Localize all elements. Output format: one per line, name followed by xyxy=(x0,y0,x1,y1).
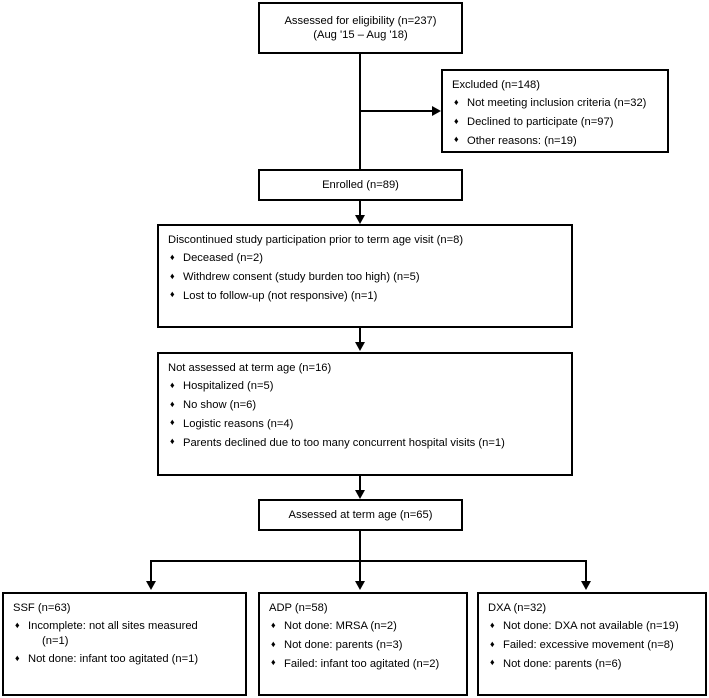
diamond-bullet-icon: ♦ xyxy=(170,270,175,281)
list-item-label: Incomplete: not all sites measured xyxy=(28,620,198,633)
arrowhead-to-dxa xyxy=(581,581,591,590)
list-item-label: Not done: DXA not available (n=19) xyxy=(503,620,679,633)
list-item: ♦ Failed: excessive movement (n=8) xyxy=(488,638,697,652)
node-assessed-for-eligibility-line-2: (Aug '15 – Aug '18) xyxy=(313,29,408,41)
node-excluded-heading: Excluded (n=148) xyxy=(452,79,541,91)
list-item: ♦ Not done: parents (n=6) xyxy=(488,657,697,671)
node-dxa-heading: DXA (n=32) xyxy=(488,602,547,614)
list-item-label: Parents declined due to too many concurr… xyxy=(183,436,505,449)
diamond-bullet-icon: ♦ xyxy=(271,638,276,649)
diamond-bullet-icon: ♦ xyxy=(170,436,175,447)
arrowhead-to-assessed-term-age xyxy=(355,490,365,499)
list-item: ♦ Parents declined due to too many concur… xyxy=(168,436,563,450)
diamond-bullet-icon: ♦ xyxy=(454,96,459,107)
node-ssf-heading: SSF (n=63) xyxy=(13,602,71,614)
diamond-bullet-icon: ♦ xyxy=(271,657,276,668)
connector-drop-dxa xyxy=(585,560,587,584)
node-dxa: DXA (n=32) ♦ Not done: DXA not available … xyxy=(477,592,707,696)
list-item: ♦ Not done: infant too agitated (n=1) xyxy=(13,652,237,666)
list-item-label: Deceased (n=2) xyxy=(183,252,263,265)
connector-eligibility-to-enrolled xyxy=(359,54,361,171)
node-excluded-bullet-list: ♦ Not meeting inclusion criteria (n=32) ♦… xyxy=(452,96,659,148)
diamond-bullet-icon: ♦ xyxy=(170,289,175,300)
node-assessed-at-term-age-label: Assessed at term age (n=65) xyxy=(288,508,433,521)
node-not-assessed-heading: Not assessed at term age (n=16) xyxy=(168,362,332,374)
connector-discontinued-to-not-assessed xyxy=(359,328,361,345)
node-not-assessed-at-term-age: Not assessed at term age (n=16) ♦ Hospita… xyxy=(157,352,573,476)
arrowhead-to-discontinued xyxy=(355,215,365,224)
list-item: ♦ Other reasons: (n=19) xyxy=(452,134,659,148)
list-item: ♦ No show (n=6) xyxy=(168,398,563,412)
node-dxa-bullet-list: ♦ Not done: DXA not available (n=19) ♦ Fai… xyxy=(488,619,697,671)
arrowhead-to-ssf xyxy=(146,581,156,590)
node-not-assessed-bullet-list: ♦ Hospitalized (n=5) ♦ No show (n=6) ♦ Logi… xyxy=(168,379,563,450)
node-ssf: SSF (n=63) ♦ Incomplete: not all sites me… xyxy=(2,592,247,696)
diamond-bullet-icon: ♦ xyxy=(170,398,175,409)
list-item-label: Withdrew consent (study burden too high)… xyxy=(183,271,420,284)
diamond-bullet-icon: ♦ xyxy=(454,115,459,126)
list-item-label: Lost to follow-up (not responsive) (n=1) xyxy=(183,289,378,302)
arrowhead-to-excluded xyxy=(432,106,441,116)
list-item-label: Not done: infant too agitated (n=1) xyxy=(28,653,199,666)
diamond-bullet-icon: ♦ xyxy=(170,379,175,390)
list-item: ♦ Not done: parents (n=3) xyxy=(269,638,458,652)
connector-not-assessed-to-assessed xyxy=(359,476,361,493)
node-enrolled-label: Enrolled (n=89) xyxy=(322,178,399,191)
list-item-label: Failed: excessive movement (n=8) xyxy=(503,639,674,652)
connector-split-bar xyxy=(150,560,587,562)
node-discontinued-heading: Discontinued study participation prior t… xyxy=(168,234,464,246)
list-item: ♦ Logistic reasons (n=4) xyxy=(168,417,563,431)
node-adp-bullet-list: ♦ Not done: MRSA (n=2) ♦ Not done: parents… xyxy=(269,619,458,671)
list-item-label: Not done: parents (n=3) xyxy=(284,639,403,652)
list-item: ♦ Failed: infant too agitated (n=2) xyxy=(269,657,458,671)
diamond-bullet-icon: ♦ xyxy=(15,619,20,630)
list-item: ♦ Not done: DXA not available (n=19) xyxy=(488,619,697,633)
diamond-bullet-icon: ♦ xyxy=(170,251,175,262)
list-item: ♦ Withdrew consent (study burden too high… xyxy=(168,270,563,284)
connector-drop-adp xyxy=(359,560,361,584)
node-excluded: Excluded (n=148) ♦ Not meeting inclusion … xyxy=(441,69,669,153)
list-item-label: Other reasons: (n=19) xyxy=(467,134,577,147)
list-item: ♦ Not meeting inclusion criteria (n=32) xyxy=(452,96,659,110)
list-item-continuation: (n=1) xyxy=(42,634,69,647)
list-item: ♦ Lost to follow-up (not responsive) (n=1… xyxy=(168,289,563,303)
list-item-label: Failed: infant too agitated (n=2) xyxy=(284,657,440,670)
diamond-bullet-icon: ♦ xyxy=(490,619,495,630)
list-item-label: Logistic reasons (n=4) xyxy=(183,417,294,430)
list-item: ♦ Incomplete: not all sites measured(n=1) xyxy=(13,619,237,648)
list-item-label: Declined to participate (n=97) xyxy=(467,116,614,129)
node-ssf-bullet-list: ♦ Incomplete: not all sites measured(n=1)… xyxy=(13,619,237,666)
connector-assessed-trunk xyxy=(359,531,361,562)
list-item-label: Hospitalized (n=5) xyxy=(183,380,274,393)
list-item-label: Not done: parents (n=6) xyxy=(503,657,622,670)
arrowhead-to-not-assessed xyxy=(355,342,365,351)
node-adp: ADP (n=58) ♦ Not done: MRSA (n=2) ♦ Not do… xyxy=(258,592,468,696)
list-item: ♦ Declined to participate (n=97) xyxy=(452,115,659,129)
list-item-label: Not done: MRSA (n=2) xyxy=(284,620,397,633)
connector-enrolled-to-discontinued xyxy=(359,201,361,218)
node-assessed-for-eligibility: Assessed for eligibility (n=237) (Aug '1… xyxy=(258,2,463,54)
node-discontinued-bullet-list: ♦ Deceased (n=2) ♦ Withdrew consent (study… xyxy=(168,251,563,303)
node-adp-heading: ADP (n=58) xyxy=(269,602,328,614)
diamond-bullet-icon: ♦ xyxy=(15,652,20,663)
node-enrolled: Enrolled (n=89) xyxy=(258,169,463,201)
diamond-bullet-icon: ♦ xyxy=(170,417,175,428)
diamond-bullet-icon: ♦ xyxy=(271,619,276,630)
node-discontinued-study-participation: Discontinued study participation prior t… xyxy=(157,224,573,328)
diamond-bullet-icon: ♦ xyxy=(454,134,459,145)
diamond-bullet-icon: ♦ xyxy=(490,657,495,668)
list-item-label: Not meeting inclusion criteria (n=32) xyxy=(467,97,647,110)
list-item: ♦ Not done: MRSA (n=2) xyxy=(269,619,458,633)
list-item: ♦ Deceased (n=2) xyxy=(168,251,563,265)
node-assessed-for-eligibility-line-1: Assessed for eligibility (n=237) xyxy=(284,14,437,27)
list-item: ♦ Hospitalized (n=5) xyxy=(168,379,563,393)
connector-drop-ssf xyxy=(150,560,152,584)
diamond-bullet-icon: ♦ xyxy=(490,638,495,649)
connector-branch-to-excluded xyxy=(359,110,435,112)
list-item-label: No show (n=6) xyxy=(183,399,257,412)
arrowhead-to-adp xyxy=(355,581,365,590)
node-assessed-at-term-age: Assessed at term age (n=65) xyxy=(258,499,463,531)
